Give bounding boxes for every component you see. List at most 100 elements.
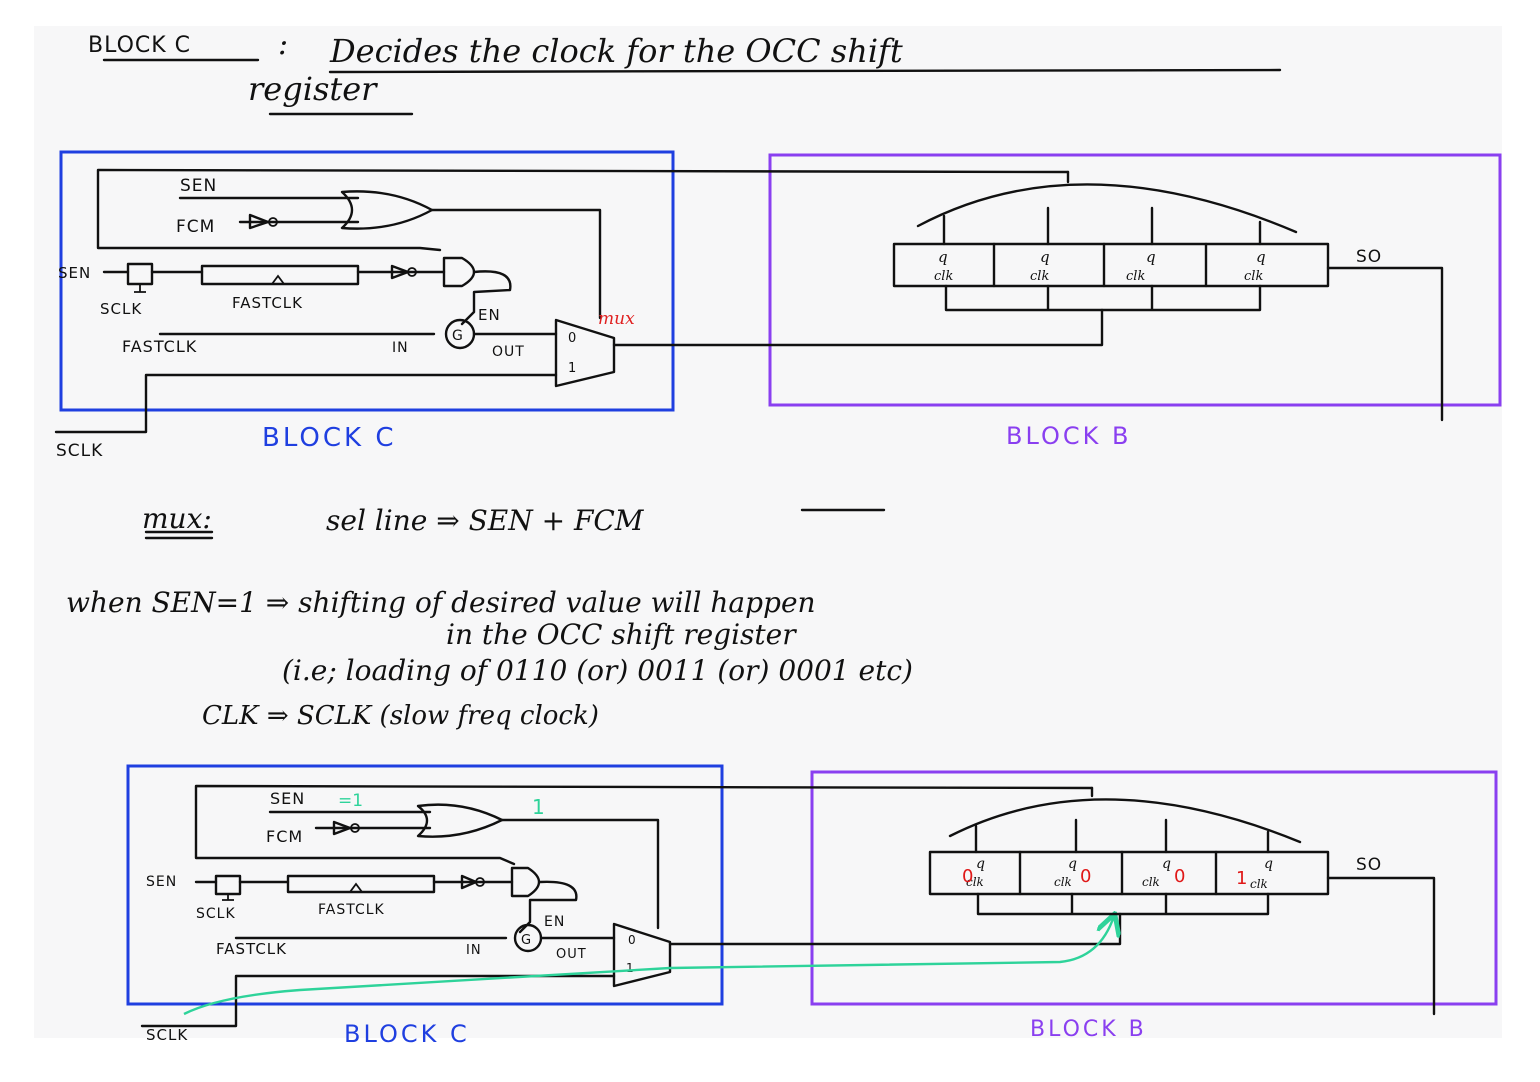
sen-left-label: SEN	[58, 264, 91, 282]
sen-label: SEN	[180, 176, 217, 196]
block-b-border	[768, 153, 1502, 407]
shift-register-arch	[916, 183, 1298, 234]
middle-notes: mux: sel line ⇒ SEN + FCM when SEN=1 ⇒ s…	[66, 502, 913, 731]
and-to-icg-wire-2	[518, 880, 578, 934]
sync-flop-2	[214, 874, 242, 896]
in-label: IN	[392, 340, 409, 356]
mux-out-wire	[612, 308, 1104, 347]
cell4-bit-2: 1	[1236, 868, 1247, 889]
heading-text-line2: register	[248, 70, 378, 108]
out-label: OUT	[492, 344, 525, 360]
or-gate-2	[416, 803, 504, 838]
shift-register-arch-2	[948, 798, 1302, 844]
fastclk-register	[200, 264, 360, 286]
block-b-title: BLOCK B	[1006, 422, 1131, 450]
fcm-inverter-2	[332, 820, 352, 836]
sync-flop-clock-2	[222, 894, 234, 901]
sclk-wire-2	[140, 974, 616, 1028]
sclk-wire	[54, 373, 558, 434]
reg-inverter-bubble-2	[475, 877, 485, 887]
cell3-clk-label-2: clk	[1142, 875, 1160, 889]
and-gate-2	[510, 866, 541, 898]
mux-shape-2	[612, 922, 672, 988]
fastclk-reg-label-2: FASTCLK	[318, 902, 385, 918]
sen-left-label-2: SEN	[146, 874, 177, 890]
cell2-q-label: q	[1040, 248, 1050, 266]
fastclk-register-clock-2	[349, 882, 363, 893]
diagram-1: SEN FCM SEN SCLK FASTCLK EN FASTCLK IN G…	[54, 150, 1502, 461]
shift-register: q clk q clk q clk q clk	[892, 183, 1330, 312]
fcm-inverter-bubble-2	[350, 823, 360, 833]
block-c-title-2: BLOCK C	[344, 1020, 470, 1048]
mux-shape	[554, 318, 616, 388]
feedback-wire	[96, 168, 1070, 252]
cell4-clk-label-2: clk	[1250, 877, 1268, 891]
icg-g-label-2: G	[521, 933, 532, 948]
cell1-bit-2: 0	[962, 866, 973, 887]
or-output-wire-2	[500, 818, 660, 930]
sen-label-2: SEN	[270, 789, 305, 808]
heading: BLOCK C : Decides the clock for the OCC …	[88, 27, 1282, 116]
fcm-inverter	[248, 213, 270, 230]
when-line: when SEN=1 ⇒ shifting of desired value w…	[66, 586, 816, 619]
or-output-wire	[430, 208, 602, 320]
shift-register-box	[892, 242, 1330, 288]
icg-g-label: G	[452, 328, 464, 344]
fcm-inverter-bubble	[268, 217, 278, 227]
cell3-bit-2: 0	[1174, 866, 1185, 887]
mux-input0-2: 0	[628, 933, 637, 947]
en-label: EN	[478, 306, 501, 324]
sclk-label: SCLK	[56, 441, 103, 461]
mux-input1: 1	[568, 361, 577, 376]
cell2-clk-label-2: clk	[1054, 875, 1072, 889]
when-line-2: in the OCC shift register	[446, 618, 797, 651]
shift-register-2: q clk 0 q clk 0 q clk 0 q clk 1	[928, 798, 1330, 916]
so-wire	[1326, 266, 1444, 422]
cell3-q-label-2: q	[1162, 856, 1171, 872]
reg-inverter-bubble	[407, 267, 417, 277]
heading-label: BLOCK C	[88, 33, 191, 58]
cell3-q-label: q	[1146, 248, 1156, 266]
block-b-title-2: BLOCK B	[1030, 1017, 1147, 1042]
cell4-q-label: q	[1256, 248, 1266, 266]
ie-line: (i.e; loading of 0110 (or) 0011 (or) 000…	[282, 654, 913, 687]
sync-flop	[126, 262, 154, 286]
block-c-border-2	[126, 764, 724, 1006]
arch-taps-2	[974, 818, 1270, 854]
so-label-2: SO	[1356, 855, 1382, 875]
fcm-label: FCM	[176, 217, 215, 237]
mux-note-eq: sel line ⇒ SEN + FCM	[326, 504, 645, 537]
fastclk-reg-label: FASTCLK	[232, 294, 303, 312]
reg-inverter	[390, 264, 410, 280]
block-c-title: BLOCK C	[262, 423, 396, 453]
mux-input1-2: 1	[626, 961, 635, 975]
cell3-clk-label: clk	[1126, 269, 1145, 284]
cell2-clk-label: clk	[1030, 269, 1049, 284]
block-b-border-2	[810, 770, 1498, 1006]
diagram-2: SEN =1 FCM 1 SEN SCLK FASTCLK EN FASTCLK…	[126, 764, 1498, 1048]
mux-note-label: mux:	[142, 502, 212, 535]
cell4-q-label-2: q	[1264, 856, 1273, 872]
cell2-q-label-2: q	[1068, 856, 1077, 872]
en-label-2: EN	[544, 914, 565, 930]
sen-value-2: =1	[338, 791, 363, 811]
and-gate	[442, 256, 476, 288]
clk-line: CLK ⇒ SCLK (slow freq clock)	[202, 701, 599, 731]
sync-flop-clock	[134, 284, 146, 293]
cell1-clk-label: clk	[934, 269, 953, 284]
mux-input0: 0	[568, 331, 577, 346]
block-c-border	[59, 150, 675, 412]
sclk-label-2: SCLK	[146, 1026, 188, 1044]
fastclk-label-2: FASTCLK	[216, 940, 287, 958]
fastclk-register-clock	[271, 274, 285, 285]
paper-sheet	[34, 26, 1502, 1038]
so-label: SO	[1356, 247, 1382, 267]
sclk-highlight-path	[183, 916, 1114, 1016]
arch-taps	[942, 206, 1262, 246]
or-output-value-2: 1	[532, 795, 545, 819]
mux-out-wire-2	[668, 912, 1122, 946]
in-label-2: IN	[466, 943, 482, 958]
cell1-clk-label-2: clk	[966, 875, 984, 889]
shift-register-box-2	[928, 850, 1330, 896]
heading-text-underline	[328, 68, 1282, 74]
